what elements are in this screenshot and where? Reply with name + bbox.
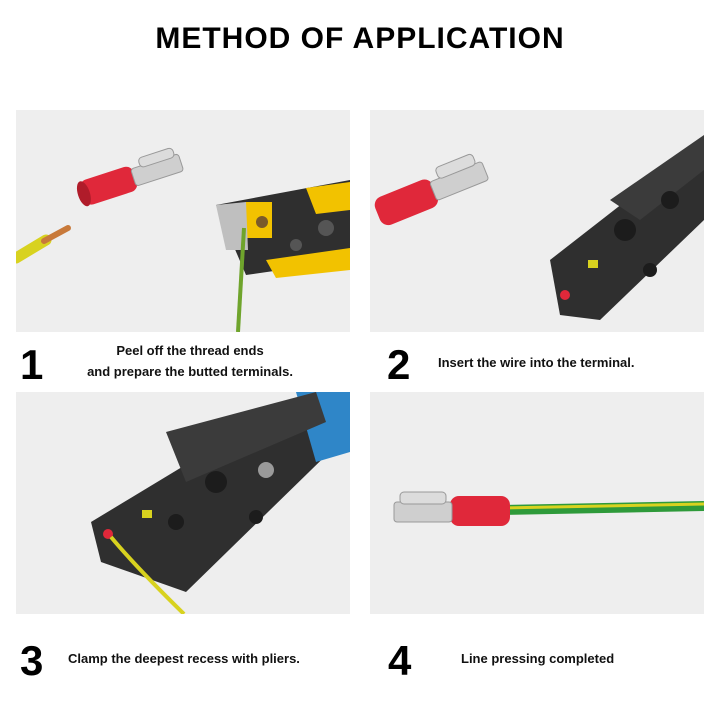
step-2-number: 2 xyxy=(387,341,411,388)
page-title: METHOD OF APPLICATION xyxy=(155,22,565,55)
step-4-photo xyxy=(370,392,704,614)
crimping-pliers xyxy=(550,135,704,320)
step-3-number: 3 xyxy=(20,637,44,684)
step-2-illustration xyxy=(370,110,704,332)
step-4-caption: Line pressing completed xyxy=(461,651,615,666)
red-terminal xyxy=(374,153,489,226)
step-3-photo xyxy=(16,392,350,614)
crimped-terminal xyxy=(393,491,510,526)
step-1-illustration xyxy=(16,110,350,332)
step-1-caption: Peel off the thread ends and prepare the… xyxy=(80,340,300,382)
wire-stripper xyxy=(216,180,350,278)
step-1-photo xyxy=(16,110,350,332)
step-4-number: 4 xyxy=(388,637,412,684)
step-3-caption: Clamp the deepest recess with pliers. xyxy=(68,651,300,666)
step-2-photo xyxy=(370,110,704,332)
step-4-illustration xyxy=(370,392,704,614)
step-3-illustration xyxy=(16,392,350,614)
step-2-caption: Insert the wire into the terminal. xyxy=(438,355,635,370)
step-1-caption-line-1: Peel off the thread ends xyxy=(116,343,264,358)
step-1-caption-line-2: and prepare the butted terminals. xyxy=(87,364,293,379)
green-yellow-wire xyxy=(499,501,704,515)
red-terminal xyxy=(76,147,184,207)
step-1-number: 1 xyxy=(20,341,44,388)
crimping-pliers xyxy=(91,392,350,592)
copper-strands xyxy=(41,225,71,244)
yellow-wire xyxy=(16,234,52,264)
yellow-wire xyxy=(109,535,186,614)
